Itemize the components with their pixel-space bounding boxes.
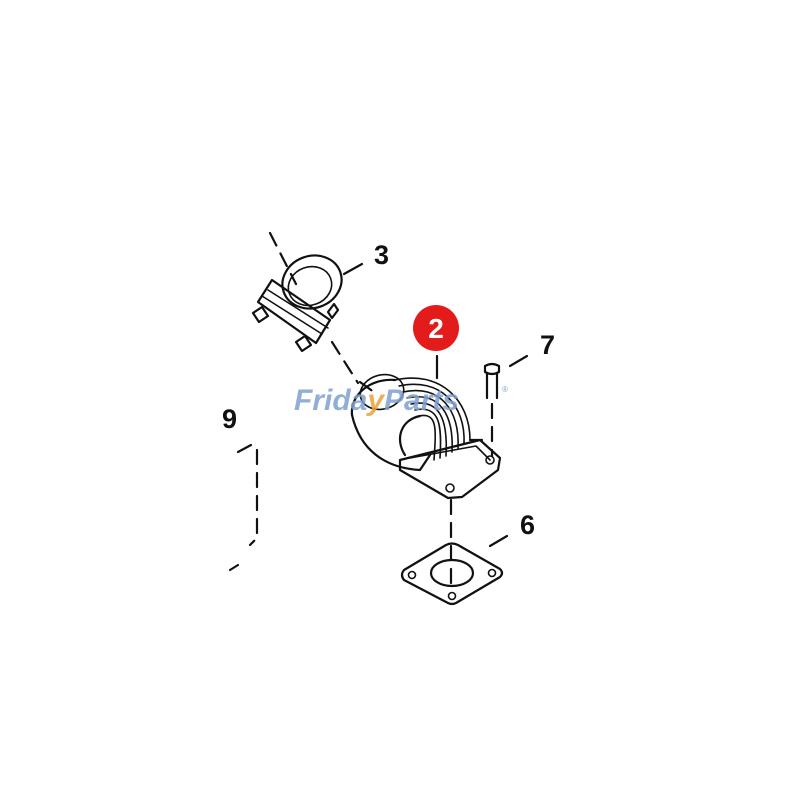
callout-2-label: 2 — [428, 313, 444, 344]
callout-6-label: 6 — [520, 510, 535, 540]
svg-text:FridayParts: FridayParts — [294, 384, 459, 417]
gasket-icon[interactable] — [400, 542, 504, 606]
callout-3-label: 3 — [374, 240, 389, 270]
svg-text:®: ® — [502, 385, 508, 394]
callout-9-label: 9 — [222, 404, 237, 434]
exhaust-elbow-pipe-icon[interactable] — [350, 370, 502, 500]
bolt-icon[interactable] — [483, 362, 501, 458]
callout-2-badge[interactable]: 2 — [413, 305, 459, 351]
callout-7-label: 7 — [540, 330, 555, 360]
callout-3-leader — [342, 262, 364, 276]
callout-7-leader — [508, 354, 529, 368]
partial-callout-9: 9 — [200, 395, 259, 572]
u-bolt-clamp-icon[interactable] — [251, 231, 360, 385]
callout-6-leader — [488, 534, 509, 548]
watermark-logo: FridayParts ® — [294, 384, 508, 417]
